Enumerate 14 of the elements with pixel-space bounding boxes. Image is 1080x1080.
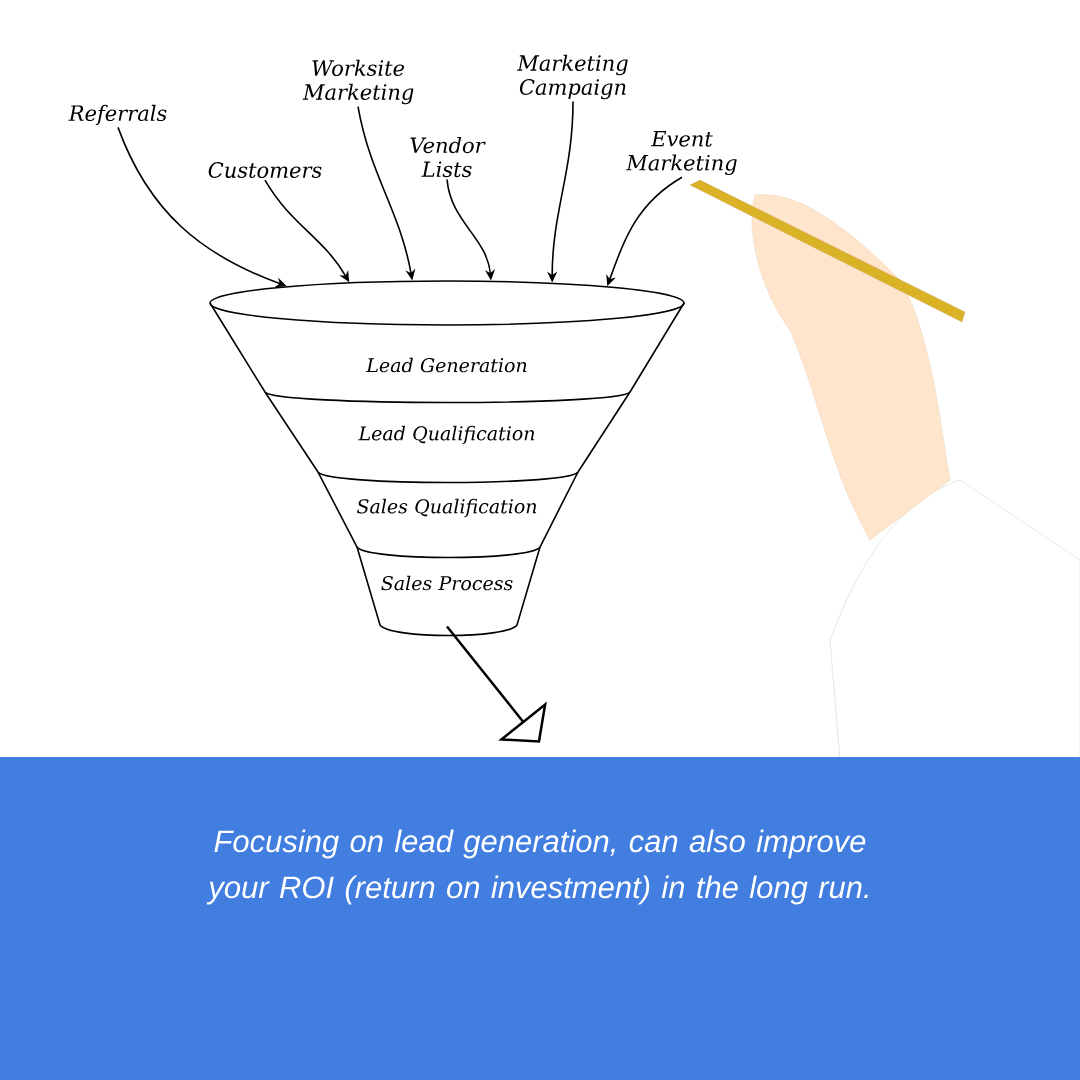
source-label: Worksite Marketing xyxy=(302,59,414,105)
arrow xyxy=(446,625,547,743)
caption-text: Focusing on lead generation, can also improve your ROI (return on investment) in the long run. xyxy=(206,829,868,905)
funnel-section: Lead Generation xyxy=(209,302,685,404)
source-label: Referrals xyxy=(68,104,167,126)
source-label: Vendor Lists xyxy=(410,136,486,178)
source-label: Marketing Campaign xyxy=(517,54,628,100)
source-label: Event Marketing xyxy=(626,131,737,175)
source-label: Customers xyxy=(208,162,322,178)
caption-band xyxy=(0,757,1080,1080)
funnel-top xyxy=(209,280,685,326)
funnel-section: Lead Qualification xyxy=(264,391,631,484)
funnel-section: Sales Qualification xyxy=(317,471,579,559)
funnel-section: Sales Process xyxy=(356,546,541,637)
